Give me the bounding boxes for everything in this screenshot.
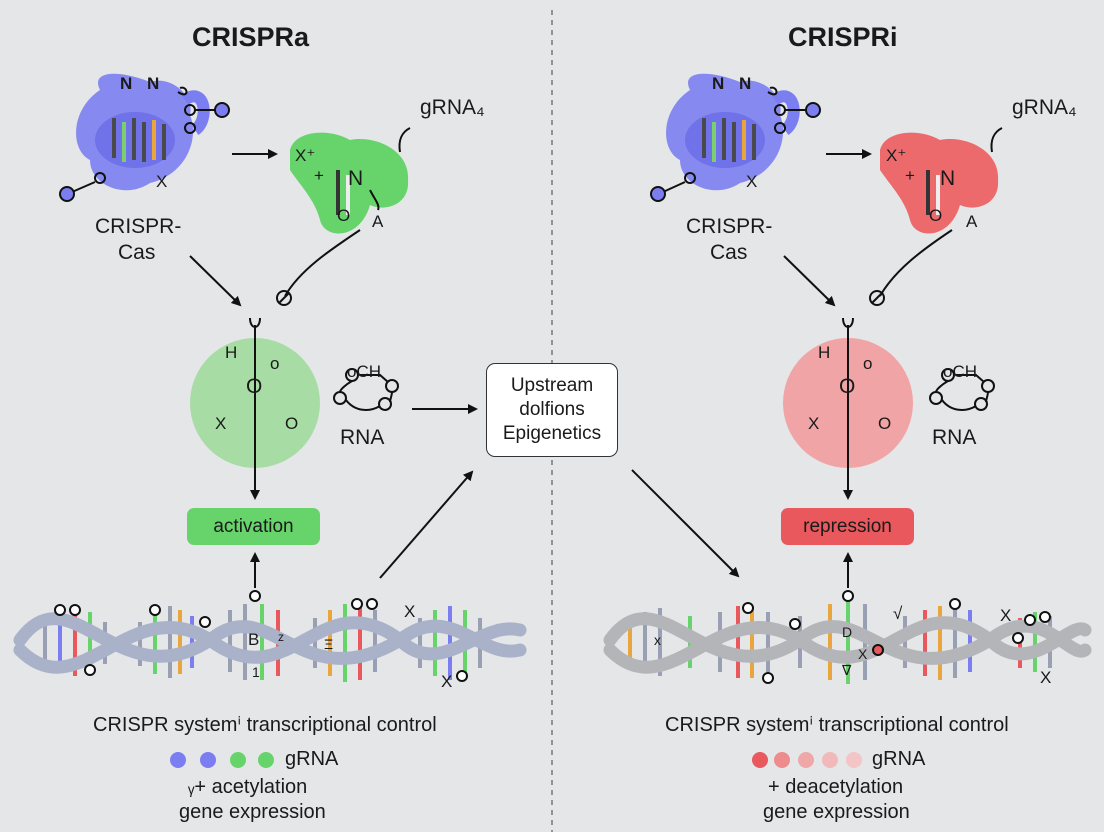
cas-label-line2-right: Cas [710, 241, 748, 264]
caption-right: CRISPR systemⁱ transcriptional control [665, 714, 1009, 736]
circle-letter-3-left: O [246, 375, 263, 398]
center-box-line3: Epigenetics [502, 423, 602, 444]
dna-letter-7-right: x [654, 632, 661, 648]
dna-letter-4-right: ∇ [842, 662, 852, 678]
panel-title-right: CRISPRi [788, 22, 898, 52]
effector-letter-2-right: + [905, 166, 915, 185]
legend-line3-right: gene expression [763, 801, 910, 823]
rna-label-right: RNA [932, 426, 977, 449]
dna-letter-3-left: Ξ [324, 636, 334, 652]
cas-complex-left [59, 73, 230, 202]
dna-letter-1-left: B [248, 630, 260, 649]
legend-line3-left: gene expression [179, 801, 326, 823]
dna-letter-6-right: X [1040, 668, 1052, 687]
rna-tag-right: oCH [943, 362, 978, 381]
complex-letter-3-left: X [156, 172, 168, 191]
circle-letter-2-left: o [270, 354, 280, 373]
caption-left: CRISPR systemⁱ transcriptional control [93, 714, 437, 736]
effector-letter-5-left: A [372, 212, 384, 231]
dna-letter-2-right: √ [893, 604, 903, 623]
circle-letter-4-left: X [215, 414, 227, 433]
cas-complex-right [650, 73, 821, 202]
legend-line2-right: + deacetylation [768, 776, 904, 798]
complex-letter-2-left: N [147, 74, 160, 93]
legend-dot-3-right [798, 752, 814, 768]
circle-letter-1-right: H [818, 343, 831, 362]
legend-grna-right: gRNA [872, 748, 926, 770]
circle-letter-3-right: O [839, 375, 856, 398]
grna-strand-right [879, 229, 953, 297]
activation-pill: activation [187, 508, 320, 545]
legend-dot-3-left [230, 752, 246, 768]
complex-letter-1-right: N [712, 74, 725, 93]
center-box-line1: Upstream [510, 375, 594, 396]
circle-letter-5-right: O [878, 414, 892, 433]
rna-label-left: RNA [340, 426, 385, 449]
circle-letter-4-right: X [808, 414, 820, 433]
dna-letter-6-left: X [441, 672, 453, 691]
effector-letter-5-right: A [966, 212, 978, 231]
effector-letter-4-right: O [929, 206, 943, 225]
dna-helix-right [603, 590, 1092, 684]
circle-letter-2-right: o [863, 354, 873, 373]
legend-dot-2-left [200, 752, 216, 768]
repressor-effector [880, 132, 999, 234]
legend-dot-4-right [822, 752, 838, 768]
legend-grna-left: gRNA [285, 748, 339, 770]
dna-letter-1-right: D [842, 624, 853, 640]
legend-dot-2-right [774, 752, 790, 768]
arrow-dna-to-center [379, 470, 474, 579]
complex-letter-1-left: N [120, 74, 133, 93]
grna-strand-left [284, 229, 361, 297]
dna-helix-left [13, 590, 527, 682]
arrow-cas-to-target-right [783, 255, 836, 307]
cas-label-line1-left: CRISPR- [95, 215, 182, 238]
circle-letter-1-left: H [225, 343, 238, 362]
legend-line2-left: ᵧ+ acetylation [188, 776, 308, 798]
complex-letter-2-right: N [739, 74, 752, 93]
arrow-center-to-right-dna [631, 469, 740, 578]
legend-dot-1-left [170, 752, 186, 768]
repression-pill: repression [781, 508, 914, 545]
circle-letter-5-left: O [285, 414, 299, 433]
rna-tag-left: oCH [347, 362, 382, 381]
complex-letter-3-right: X [746, 172, 758, 191]
cas-label-line1-right: CRISPR- [686, 215, 773, 238]
dna-letter-2-left: z [278, 630, 284, 644]
effector-letter-2-left: + [314, 166, 324, 185]
effector-letter-3-left: N [348, 167, 364, 190]
rna-molecule-left [333, 368, 399, 411]
dna-letter-5-left: X [404, 602, 416, 621]
effector-letter-1-right: X⁺ [886, 146, 907, 165]
arrow-cas-to-target-left [189, 255, 242, 307]
dna-letter-4-left: 1 [252, 664, 260, 680]
activator-effector [290, 132, 409, 234]
legend-dot-5-right [846, 752, 862, 768]
grna-label-left: gRNA₄ [420, 96, 485, 119]
effector-letter-4-left: O [337, 206, 351, 225]
grna-label-right: gRNA₄ [1012, 96, 1077, 119]
legend-dot-4-left [258, 752, 274, 768]
dna-letter-3-right: X [858, 646, 868, 662]
center-box: Upstream dolfions Epigenetics [486, 363, 618, 457]
dna-letter-5-right: X [1000, 606, 1012, 625]
cas-label-line2-left: Cas [118, 241, 156, 264]
panel-title-left: CRISPRa [192, 22, 310, 52]
legend-dot-1-right [752, 752, 768, 768]
effector-letter-3-right: N [940, 167, 956, 190]
effector-letter-1-left: X⁺ [295, 146, 316, 165]
center-box-line2: dolfions [519, 399, 585, 420]
rna-molecule-right [929, 368, 995, 411]
